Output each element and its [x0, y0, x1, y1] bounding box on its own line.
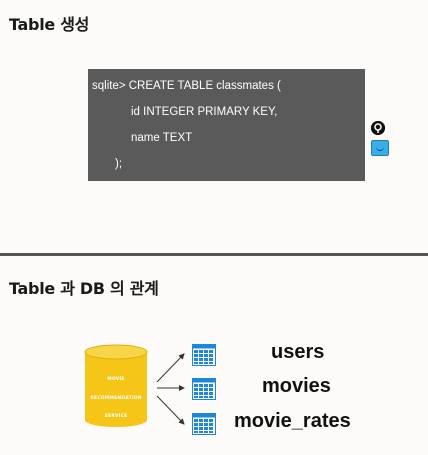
arrow-to-users: [156, 353, 185, 383]
table-name-movies: movies: [262, 375, 331, 397]
code-line: sqlite> CREATE TABLE classmates (: [92, 80, 281, 92]
database-label: SERVICE: [104, 414, 128, 419]
database-label: RECOMMENDATION: [90, 396, 142, 401]
section-divider: [0, 253, 428, 256]
table-icon: [192, 378, 216, 400]
table-name-users: users: [271, 341, 325, 363]
table-icon: [192, 344, 216, 366]
section-title-table-db-relation: Table 과 DB 의 관계: [9, 279, 159, 298]
table-name-movie-rates: movie_rates: [234, 410, 351, 432]
table-icon: [192, 413, 216, 435]
section-title-table-creation: Table 생성: [9, 15, 90, 34]
code-block: sqlite> CREATE TABLE classmates ( id INT…: [88, 69, 365, 181]
pin-icon[interactable]: [371, 121, 385, 135]
relation-arrows: [156, 353, 185, 425]
chat-icon[interactable]: [371, 140, 389, 156]
arrow-to-movie-rates: [156, 395, 185, 425]
code-line: id INTEGER PRIMARY KEY,: [131, 106, 278, 118]
code-line: );: [115, 158, 123, 170]
code-line: name TEXT: [131, 132, 193, 144]
database-icon: MOVIE RECOMMENDATION SERVICE: [84, 344, 148, 428]
database-label: MOVIE: [107, 377, 125, 382]
